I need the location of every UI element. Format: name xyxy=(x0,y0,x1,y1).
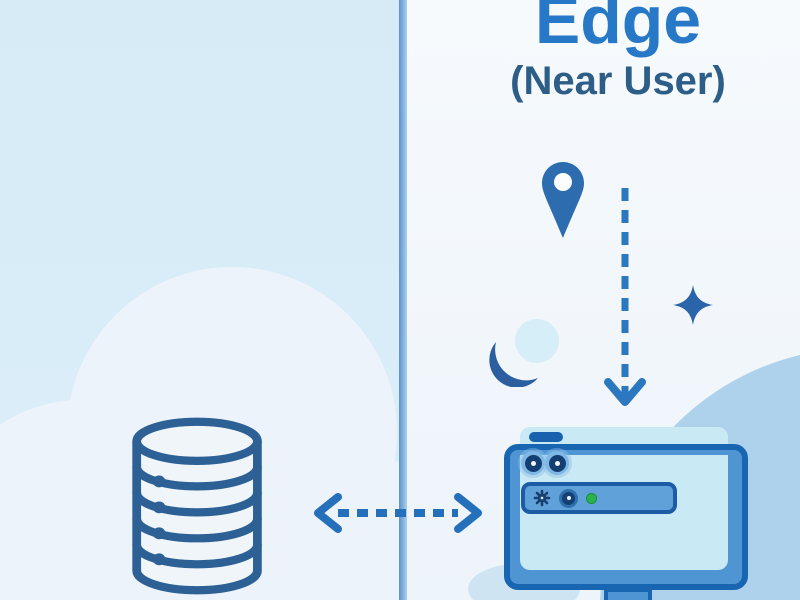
dashed-double-headed-arrow-icon xyxy=(314,493,482,533)
monitor-knob-icon xyxy=(521,451,545,475)
gear-icon xyxy=(533,489,551,507)
crescent-moon-icon xyxy=(489,342,538,387)
lens-knob-icon xyxy=(559,488,578,508)
cyan-dot-shape xyxy=(515,319,559,363)
monitor-knob-icon xyxy=(545,451,569,475)
knob-dot xyxy=(530,460,536,466)
monitor-stand xyxy=(604,588,652,600)
edge-device-monitor-illustration xyxy=(500,415,756,600)
knob-dot xyxy=(554,460,560,466)
panel-divider xyxy=(399,0,407,600)
page-title: Edge xyxy=(534,0,702,58)
database-icon xyxy=(132,417,262,595)
page-subtitle: (Near User) xyxy=(510,59,726,103)
sparkle-icon xyxy=(673,285,713,325)
knob-ring xyxy=(548,454,566,472)
monitor-tab-handle xyxy=(529,432,563,442)
device-status-bar xyxy=(521,482,677,514)
lens-ring xyxy=(562,491,575,505)
edge-title-block: Edge (Near User) xyxy=(436,0,800,102)
dashed-down-arrow-icon xyxy=(604,188,646,406)
location-pin-icon xyxy=(542,162,584,238)
knob-ring xyxy=(524,454,542,472)
lens-dot xyxy=(566,496,571,500)
green-status-dot xyxy=(586,492,597,504)
